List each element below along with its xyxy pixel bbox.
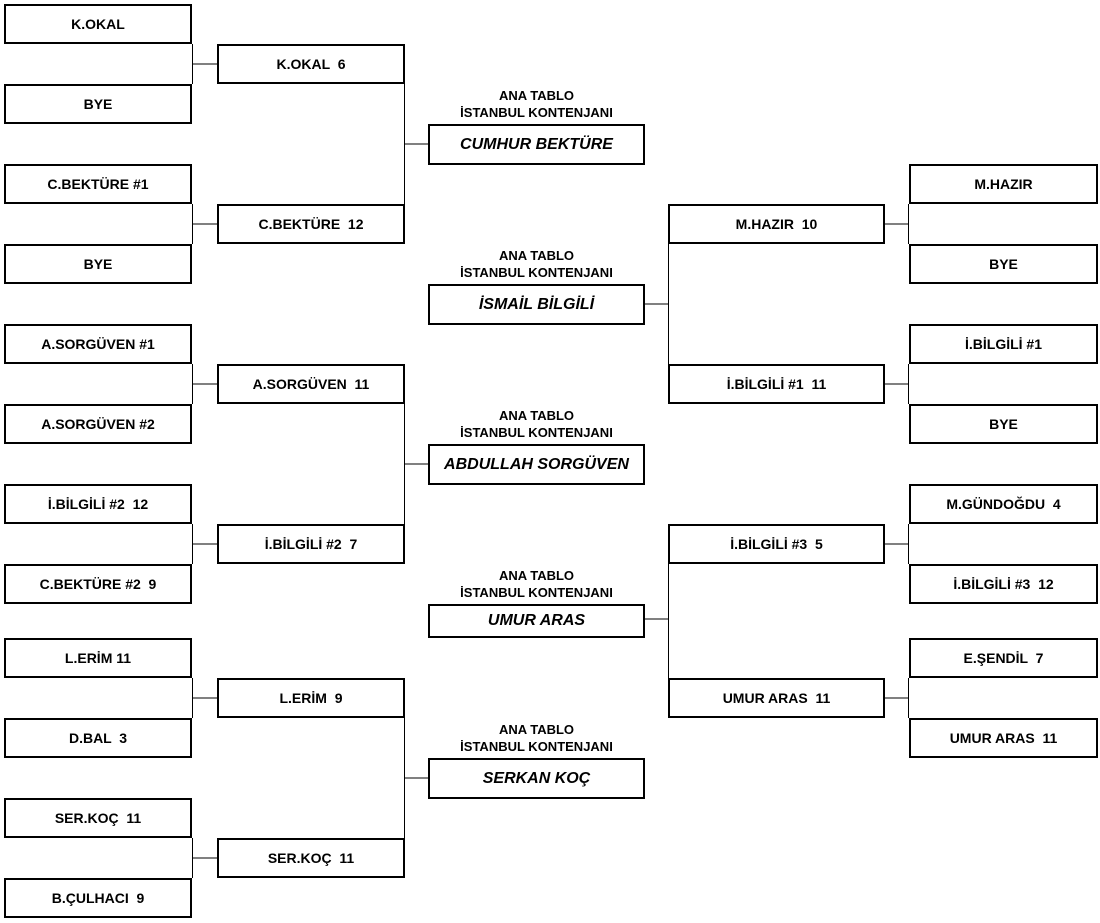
qualifier-label-line1: ANA TABLO — [498, 408, 575, 423]
right-r1-match-box: BYE — [909, 244, 1098, 284]
left-r1-match-box: C.BEKTÜRE #2 9 — [4, 564, 192, 604]
right-r1-match-box: İ.BİLGİLİ #3 12 — [909, 564, 1098, 604]
right-r1-match-box: M.GÜNDOĞDU 4 — [909, 484, 1098, 524]
left-r2-match-box: İ.BİLGİLİ #2 7 — [217, 524, 405, 564]
left-r1-match-box: İ.BİLGİLİ #2 12 — [4, 484, 192, 524]
left-r2-match-box: A.SORGÜVEN 11 — [217, 364, 405, 404]
left-r1-match-box: C.BEKTÜRE #1 — [4, 164, 192, 204]
qualifier-label: ANA TABLO İSTANBUL KONTENJANI — [428, 407, 645, 441]
left-r1-match-box: D.BAL 3 — [4, 718, 192, 758]
qualifier-winner-box: UMUR ARAS — [428, 604, 645, 638]
qualifier-label: ANA TABLO İSTANBUL KONTENJANI — [428, 567, 645, 601]
left-r1-match-box: L.ERİM 11 — [4, 638, 192, 678]
qualifier-label-line2: İSTANBUL KONTENJANI — [460, 425, 613, 440]
qualifier-winner-box: ABDULLAH SORGÜVEN — [428, 444, 645, 485]
left-r2-match-box: K.OKAL 6 — [217, 44, 405, 84]
right-r2-match-box: İ.BİLGİLİ #3 5 — [668, 524, 885, 564]
qualifier-label-line1: ANA TABLO — [498, 88, 575, 103]
left-r1-match-box: A.SORGÜVEN #1 — [4, 324, 192, 364]
qualifier-label: ANA TABLO İSTANBUL KONTENJANI — [428, 87, 645, 121]
qualifier-label: ANA TABLO İSTANBUL KONTENJANI — [428, 721, 645, 755]
left-r1-match-box: SER.KOÇ 11 — [4, 798, 192, 838]
qualifier-label-line2: İSTANBUL KONTENJANI — [460, 265, 613, 280]
left-r2-match-box: SER.KOÇ 11 — [217, 838, 405, 878]
qualifier-winner-box: CUMHUR BEKTÜRE — [428, 124, 645, 165]
qualifier-winner-box: İSMAİL BİLGİLİ — [428, 284, 645, 325]
left-r2-match-box: L.ERİM 9 — [217, 678, 405, 718]
left-r1-match-box: B.ÇULHACI 9 — [4, 878, 192, 918]
qualifier-label-line1: ANA TABLO — [498, 722, 575, 737]
right-r1-match-box: UMUR ARAS 11 — [909, 718, 1098, 758]
right-r1-match-box: E.ŞENDİL 7 — [909, 638, 1098, 678]
left-r1-match-box: BYE — [4, 244, 192, 284]
qualifier-label-line2: İSTANBUL KONTENJANI — [460, 585, 613, 600]
qualifier-label-line2: İSTANBUL KONTENJANI — [460, 105, 613, 120]
right-r1-match-box: İ.BİLGİLİ #1 — [909, 324, 1098, 364]
left-r1-match-box: A.SORGÜVEN #2 — [4, 404, 192, 444]
left-r2-match-box: C.BEKTÜRE 12 — [217, 204, 405, 244]
right-r2-match-box: M.HAZIR 10 — [668, 204, 885, 244]
qualifier-winner-box: SERKAN KOÇ — [428, 758, 645, 799]
qualifier-label: ANA TABLO İSTANBUL KONTENJANI — [428, 247, 645, 281]
qualifier-label-line1: ANA TABLO — [498, 568, 575, 583]
right-r2-match-box: İ.BİLGİLİ #1 11 — [668, 364, 885, 404]
left-r1-match-box: K.OKAL — [4, 4, 192, 44]
right-r1-match-box: BYE — [909, 404, 1098, 444]
qualifier-label-line2: İSTANBUL KONTENJANI — [460, 739, 613, 754]
qualifier-label-line1: ANA TABLO — [498, 248, 575, 263]
right-r2-match-box: UMUR ARAS 11 — [668, 678, 885, 718]
left-r1-match-box: BYE — [4, 84, 192, 124]
right-r1-match-box: M.HAZIR — [909, 164, 1098, 204]
